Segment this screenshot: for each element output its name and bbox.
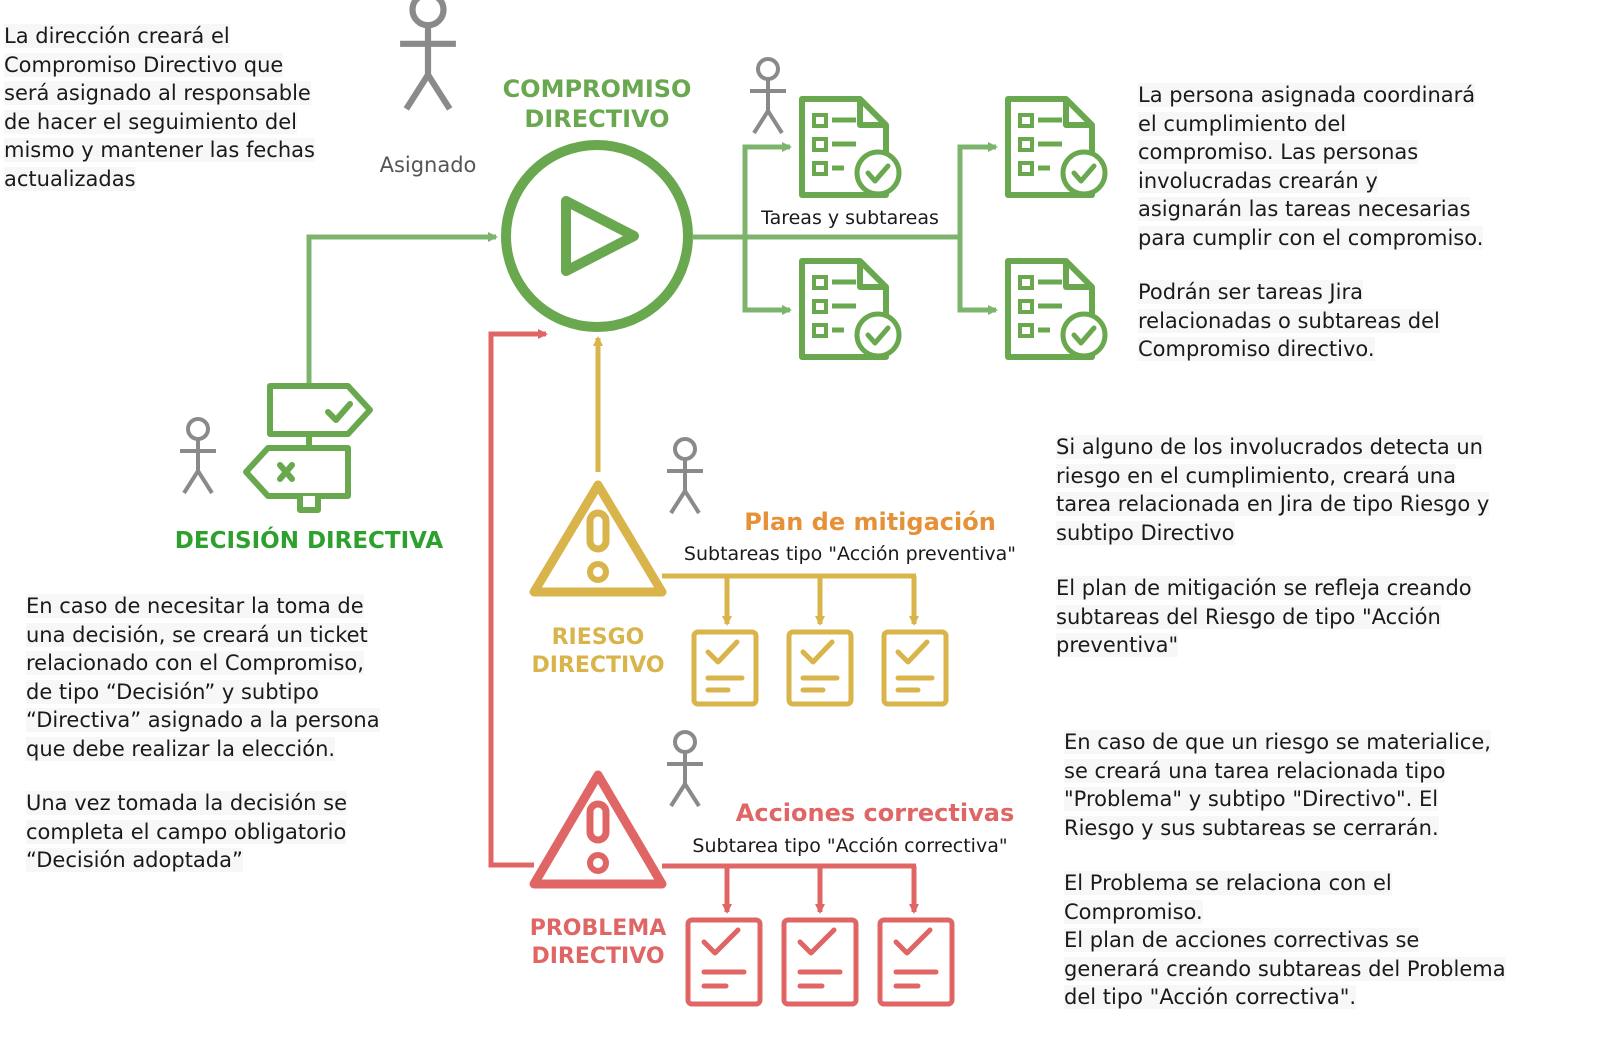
acciones-correctivas-label: Acciones correctivas [736, 799, 1014, 827]
problema-label-line1: PROBLEMA [530, 916, 667, 941]
plan-refleja-text: El plan de mitigación se refleja creando… [1056, 576, 1472, 657]
problema-warning-icon [529, 770, 667, 889]
coordinara-text: La persona asignada coordinará el cumpli… [1138, 83, 1484, 250]
person-asignado-icon [400, 0, 456, 109]
preventiva-task-icon [691, 629, 759, 707]
arrow-task-1 [742, 142, 792, 237]
problema-relaciona-text: El Problema se relaciona con el Compromi… [1064, 871, 1506, 1009]
materialice-text: En caso de que un riesgo se materialice,… [1064, 730, 1491, 840]
decision-ticket-text: En caso de necesitar la toma de una deci… [26, 594, 380, 761]
person-icon [748, 57, 788, 135]
direccion-text: La dirección creará el Compromiso Direct… [4, 24, 315, 191]
checklist-doc-icon [1008, 99, 1105, 195]
compromiso-title-line1: COMPROMISO [503, 75, 692, 103]
checklist-doc-icon [802, 99, 899, 195]
asignado-label: Asignado [380, 153, 477, 177]
arrow-task-3 [957, 142, 998, 237]
plan-mitigacion-label: Plan de mitigación [744, 508, 996, 536]
person-problema-icon [665, 730, 705, 808]
decision-tomada-text: Una vez tomada la decisión se completa e… [26, 791, 348, 872]
problema-label-line2: DIRECTIVO [531, 944, 664, 969]
compromiso-title-line2: DIRECTIVO [524, 105, 669, 133]
checklist-doc-icon [1008, 261, 1105, 357]
riesgo-label-line1: RIESGO [552, 625, 645, 650]
arrow-task-2 [742, 237, 792, 315]
correctiva-task-icon [781, 917, 859, 1007]
podran-text: Podrán ser tareas Jira relacionadas o su… [1138, 280, 1440, 361]
arrow-task-4 [957, 237, 998, 315]
subtarea-correctiva-label: Subtarea tipo "Acción correctiva" [692, 835, 1007, 857]
tareas-subtareas-label: Tareas y subtareas [760, 207, 939, 229]
person-riesgo-icon [665, 437, 705, 515]
compromiso-play-icon [501, 140, 693, 332]
signpost-icon [243, 383, 373, 513]
preventiva-task-icon [881, 629, 949, 707]
subtareas-preventiva-label: Subtareas tipo "Acción preventiva" [684, 543, 1016, 565]
riesgo-warning-icon [529, 480, 667, 597]
correctiva-task-icon [685, 917, 763, 1007]
checklist-doc-icon [802, 261, 899, 357]
decision-to-compromiso-arrow [306, 232, 498, 385]
correctiva-task-icon [877, 917, 955, 1007]
person-decision-icon [178, 417, 218, 495]
decision-directiva-label: DECISIÓN DIRECTIVA [175, 526, 444, 554]
riesgo-detecta-text: Si alguno de los involucrados detecta un… [1056, 435, 1490, 545]
riesgo-label-line2: DIRECTIVO [531, 653, 664, 678]
preventiva-task-icon [786, 629, 854, 707]
problema-to-compromiso-arrow [488, 329, 548, 868]
